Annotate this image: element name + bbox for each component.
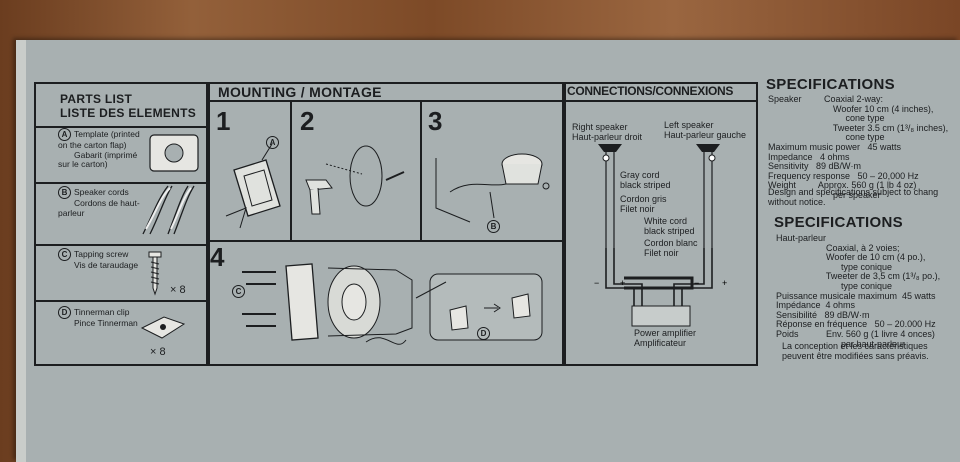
mounting-panel	[206, 82, 564, 366]
callout-d-icon: D	[477, 327, 490, 340]
callout-a-icon: A	[266, 136, 279, 149]
specs-en-title: SPECIFICATIONS	[766, 76, 895, 93]
step-4: 4	[210, 242, 225, 272]
step1-illustration	[225, 143, 281, 229]
svg-text:+: +	[722, 278, 727, 288]
step-3: 3	[428, 106, 443, 136]
step3-illustration	[435, 153, 550, 223]
specs-fr-note: La conception et les caractéristiques pe…	[782, 341, 929, 361]
svg-text:−: −	[594, 278, 599, 288]
speaker-box	[16, 40, 960, 462]
step4-illustration	[242, 263, 543, 345]
template-icon	[149, 134, 199, 172]
parts-title-en: PARTS LIST	[60, 92, 133, 106]
step-2: 2	[300, 106, 315, 136]
svg-text:+: +	[620, 278, 625, 288]
specs-fr-body: Haut-parleur Coaxial, à 2 voies; Woofer …	[776, 233, 941, 349]
specs-en-body: Speaker Coaxial 2-way: Woofer 10 cm (4 i…	[768, 94, 949, 200]
callout-c-icon: C	[232, 285, 245, 298]
specs-fr-title: SPECIFICATIONS	[774, 214, 903, 231]
parts-title-fr: LISTE DES ELEMENTS	[60, 106, 197, 120]
box-edge	[16, 40, 26, 462]
specs-en-note: Design and specifications subject to cha…	[768, 187, 939, 207]
tapping-screw-icon	[148, 251, 162, 296]
wiring-diagram: − + + −	[594, 144, 727, 327]
mounting-title: MOUNTING / MONTAGE	[218, 84, 382, 100]
speaker-cords-icon	[142, 185, 195, 235]
connections-panel	[564, 82, 758, 366]
parts-list-panel	[34, 82, 210, 366]
step-1: 1	[216, 106, 231, 136]
step2-illustration	[305, 145, 405, 215]
screw-qty: × 8	[170, 284, 186, 296]
svg-text:−: −	[694, 278, 699, 288]
connections-title: CONNECTIONS/CONNEXIONS	[567, 84, 734, 98]
tinnerman-clip-icon	[140, 316, 186, 339]
clip-qty: × 8	[150, 346, 166, 358]
callout-b-icon: B	[487, 220, 500, 233]
